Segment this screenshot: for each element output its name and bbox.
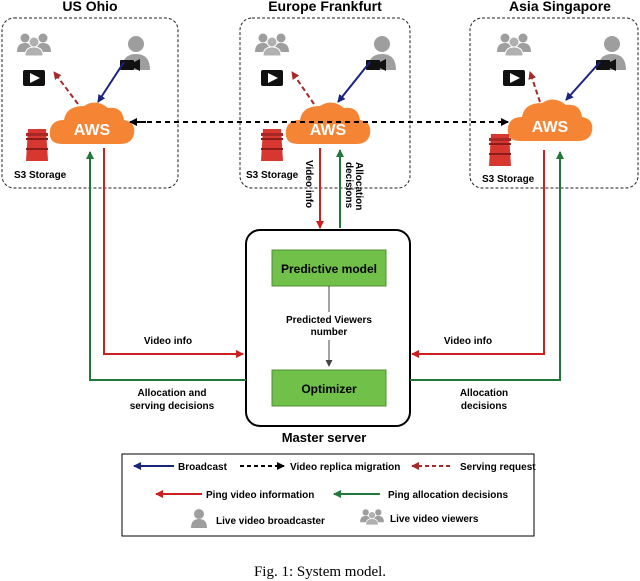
left-video-info-label: Video info [144,336,192,347]
viewers-icon [496,33,532,57]
left-allocation-label: Allocation and [138,388,207,399]
s3-storage-icon [260,128,284,162]
serving-request-arrow [291,71,315,105]
legend-viewers-label: Live video viewers [390,514,479,525]
aws-label: AWS [532,119,569,136]
right-video-info-arrow [411,150,545,358]
legend-broadcaster-label: Live video broadcaster [216,516,325,527]
broadcast-arrow [565,61,601,101]
storage-label: S3 Storage [246,170,299,181]
allocation-vertical-label-2: decisions [343,162,354,209]
region-title-asia-singapore: Asia Singapore [509,0,611,14]
predicted-viewers-label: Predicted Viewers [286,315,372,326]
region-title-us-ohio: US Ohio [62,0,117,14]
s3-storage-icon [488,133,512,167]
right-allocation-label: Allocation [460,388,508,399]
figure-caption: Fig. 1: System model. [254,564,386,580]
aws-label: AWS [74,122,111,139]
s3-storage-icon [25,128,49,162]
legend-replica-label: Video replica migration [290,462,400,473]
right-allocation-label-2: decisions [461,401,508,412]
predictive-model-label: Predictive model [281,262,377,276]
video-player-icon [503,70,525,86]
allocation-vertical-label: Allocation [353,162,364,210]
broadcast-arrow [97,61,125,103]
legend-ping-video-label: Ping video information [206,490,314,501]
storage-label: S3 Storage [482,174,535,185]
video-player-icon [23,70,45,86]
master-server-title: Master server [282,430,367,445]
legend-broadcaster-icon [191,509,207,528]
aws-label: AWS [310,122,347,139]
legend-ping-alloc-label: Ping allocation decisions [388,490,508,501]
left-allocation-label-2: serving decisions [130,401,215,412]
region-box-europe-frankfurt [239,17,411,189]
left-allocation-arrow [86,151,246,381]
storage-label: S3 Storage [14,170,67,181]
broadcaster-icon [366,36,396,71]
broadcaster-icon [120,36,150,71]
region-box-asia-singapore [469,17,639,189]
left-video-info-arrow [103,148,244,358]
video-info-vertical-label: Video info [303,160,314,208]
serving-request-arrow [528,71,541,103]
serving-request-arrow [53,71,79,105]
legend-broadcast-label: Broadcast [178,462,228,473]
region-title-europe-frankfurt: Europe Frankfurt [268,0,382,14]
legend-serving-label: Serving request [460,462,536,473]
predicted-viewers-label-2: number [311,327,348,338]
viewers-icon [254,33,290,57]
right-video-info-label: Video info [444,336,492,347]
broadcaster-icon [596,36,626,71]
right-allocation-arrow [410,151,564,381]
optimizer-label: Optimizer [301,382,357,396]
video-player-icon [261,70,283,86]
viewers-icon [16,33,52,57]
broadcast-arrow [337,61,371,103]
optimizer-box [271,369,387,407]
